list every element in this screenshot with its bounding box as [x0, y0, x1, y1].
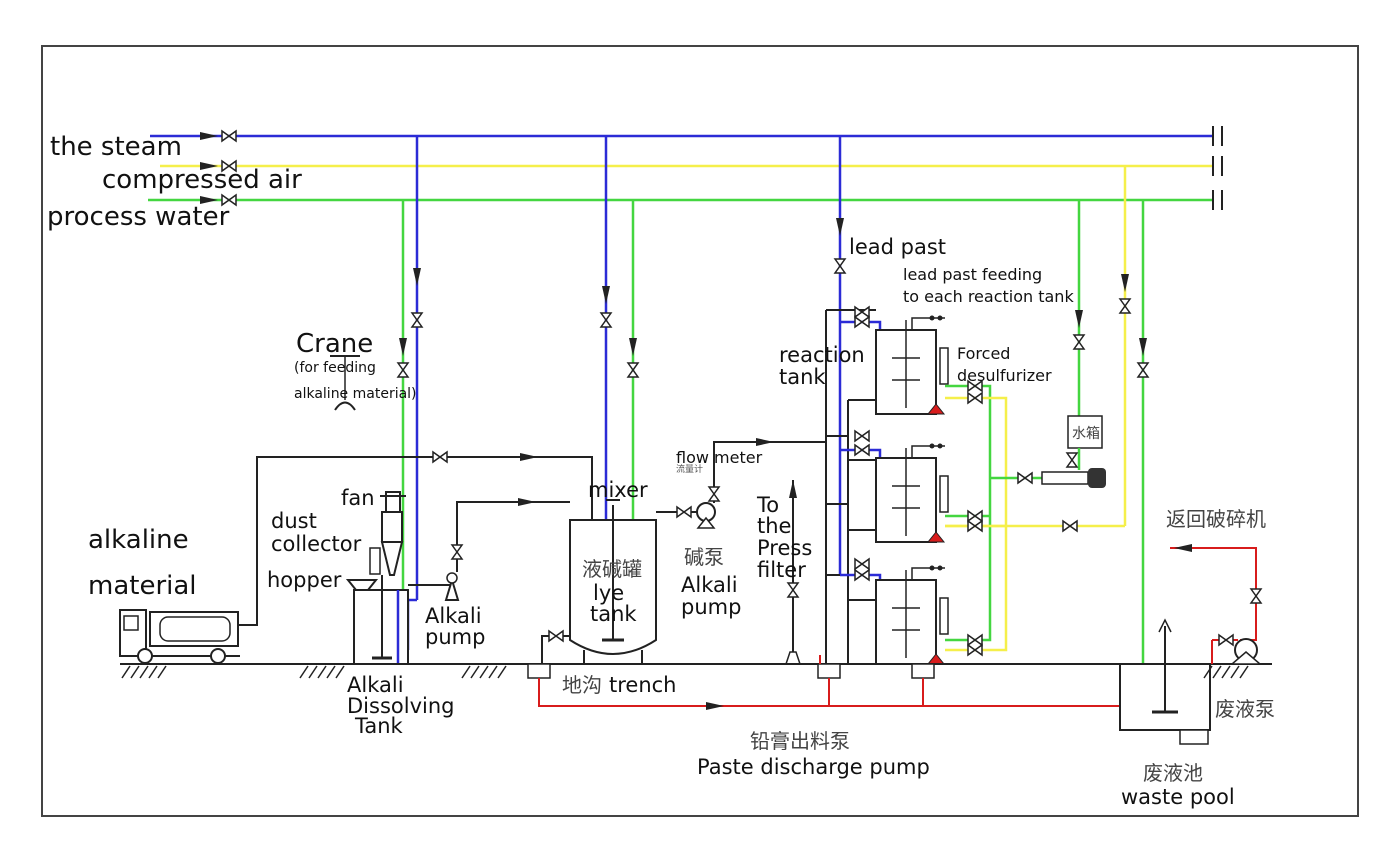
- diagram-frame: [41, 45, 1359, 817]
- ground-line: [120, 663, 1272, 679]
- flow-meter-label: flow meter: [676, 448, 763, 467]
- paste-pump-cn-label: 铅膏出料泵: [750, 729, 850, 753]
- lead-feed-label-2: to each reaction tank: [903, 287, 1074, 306]
- truck-icon: [119, 609, 240, 664]
- alkaline-label-2: material: [88, 571, 197, 601]
- water-tank-cn-label: 水箱: [1072, 426, 1100, 442]
- crane-note-2: alkaline material): [294, 386, 417, 402]
- alkali-pump-1-icon: [444, 572, 460, 601]
- crane-icon: [330, 355, 360, 411]
- waste-pool-cn-label: 废液池: [1143, 761, 1203, 785]
- alkali-pump-1-label-1: Alkali: [425, 604, 482, 628]
- reaction-tank-2: [875, 443, 949, 543]
- dissolving-tank-icon: [353, 575, 409, 665]
- waste-pump-icon: [1229, 638, 1263, 665]
- waste-pool-label: waste pool: [1121, 785, 1235, 809]
- hopper-label: hopper: [267, 568, 342, 592]
- press-filter-label-4: filter: [757, 558, 806, 582]
- dissolving-tank-label-2: Dissolving: [347, 694, 454, 718]
- compressed-air-header: [160, 156, 1223, 176]
- dust-collector-icon: [369, 511, 404, 576]
- fan-icon: [380, 491, 406, 513]
- reaction-tank-label-2: tank: [779, 365, 826, 389]
- alkali-pump-2-icon: [696, 502, 716, 529]
- reaction-tank-1: [875, 315, 949, 415]
- lead-feed-label-1: lead past feeding: [903, 265, 1042, 284]
- lye-tank-cn-label: 液碱罐: [582, 557, 642, 581]
- alkali-pump-2-cn-label: 碱泵: [684, 545, 724, 569]
- lye-tank-label-1: lye: [593, 581, 624, 605]
- reaction-tank-3: [875, 565, 949, 665]
- reaction-cooling-lines: [945, 380, 1042, 656]
- crane-note-1: (for feeding: [294, 360, 376, 376]
- dissolving-tank-label-3: Tank: [354, 714, 404, 738]
- steam-header: [150, 126, 1223, 146]
- press-filter-label-3: Press: [757, 536, 812, 560]
- alkali-pump-2-label-2: pump: [681, 595, 741, 619]
- dissolving-tank-label-1: Alkali: [347, 673, 404, 697]
- trench-pit-1: [527, 663, 551, 679]
- waste-pump-cn-label: 废液泵: [1215, 697, 1275, 721]
- hopper-icon: [345, 579, 379, 591]
- trench-cn-label: 地沟: [562, 673, 602, 697]
- water-tank-icon: [1066, 415, 1103, 470]
- desulfurizer-pump-icon: [1041, 468, 1106, 488]
- compressed-air-label: compressed air: [102, 165, 302, 195]
- press-filter-label-1: To: [756, 493, 779, 517]
- reaction-tank-label-1: reaction: [779, 343, 865, 367]
- alkali-pump-1-label-2: pump: [425, 625, 485, 649]
- process-water-header: [148, 190, 1223, 210]
- trench-pit-2: [817, 663, 841, 679]
- return-crusher-cn-label: 返回破碎机: [1166, 507, 1266, 531]
- trench-pit-3: [911, 663, 935, 679]
- trench-label: trench: [609, 673, 677, 697]
- lye-tank-label-2: tank: [590, 602, 637, 626]
- crane-label: Crane: [296, 329, 373, 359]
- mixer-label: mixer: [588, 478, 648, 502]
- desulfurizer-label-2: desulfurizer: [957, 366, 1052, 385]
- alkaline-label-1: alkaline: [88, 525, 189, 555]
- lead-past-label: lead past: [849, 235, 946, 259]
- steam-label: the steam: [50, 132, 182, 162]
- lye-tank-icon: [569, 499, 657, 664]
- press-filter-label-2: the: [757, 514, 791, 538]
- waste-pool-icon: [1119, 618, 1211, 745]
- dust-collector-label-1: dust: [271, 509, 317, 533]
- dust-collector-label-2: collector: [271, 532, 362, 556]
- press-pump-icon: [784, 651, 802, 665]
- fan-label: fan: [341, 486, 375, 510]
- paste-pump-label: Paste discharge pump: [697, 755, 930, 779]
- process-water-label: process water: [47, 202, 230, 232]
- flow-meter-cn-label: 流量计: [676, 463, 703, 475]
- desulfurizer-label-1: Forced: [957, 344, 1010, 363]
- alkali-pump-2-label-1: Alkali: [681, 573, 738, 597]
